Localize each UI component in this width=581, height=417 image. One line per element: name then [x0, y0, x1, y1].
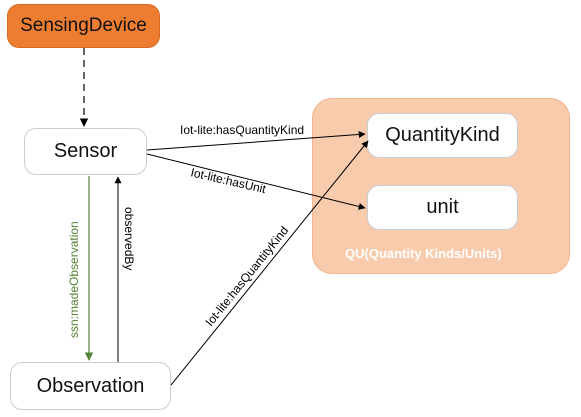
unit-node[interactable]: unit	[367, 185, 518, 230]
edge-sensor-unit	[146, 153, 366, 210]
observation-node[interactable]: Observation	[10, 362, 171, 410]
edge-label-observed-by: observedBy	[122, 207, 136, 270]
sensing-device-node[interactable]: SensingDevice	[7, 4, 160, 48]
edge-label-sensor-unit: Iot-lite:hasUnit	[189, 165, 268, 196]
sensor-node[interactable]: Sensor	[24, 128, 147, 175]
edge-label-sensor-quantitykind: Iot-lite:hasQuantityKind	[180, 123, 304, 137]
quantity-kind-node[interactable]: QuantityKind	[367, 113, 518, 158]
edge-observation-quantitykind	[170, 140, 369, 386]
edge-label-observation-quantitykind: Iot-lite:hasQuantityKind	[202, 224, 291, 329]
edge-label-made-observation: ssn:madeObservation	[67, 221, 81, 338]
edge-sensor-quantitykind	[146, 130, 366, 151]
qu-group-label: QU(Quantity Kinds/Units)	[345, 246, 502, 261]
